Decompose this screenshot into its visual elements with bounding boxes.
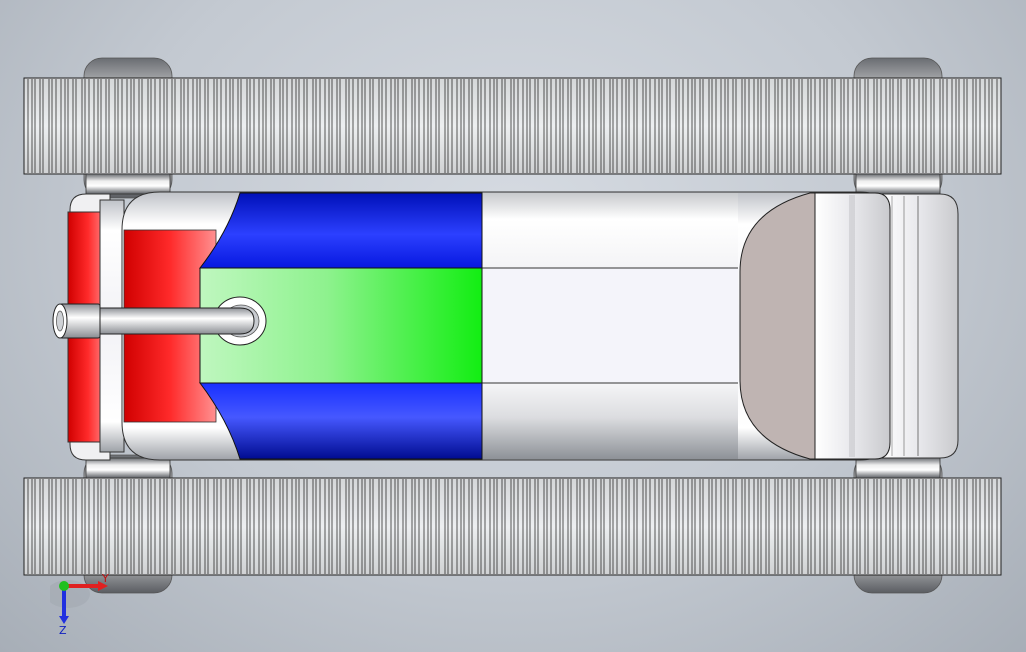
blue-panel-bottom[interactable] [198, 382, 483, 460]
track-bottom[interactable] [23, 477, 1002, 576]
triad-y-label: Y [101, 572, 109, 585]
gray-end-cap[interactable] [739, 192, 816, 460]
triad-z-label: Z [59, 624, 67, 636]
blue-panel-top[interactable] [198, 192, 483, 269]
shaft-pipe[interactable] [52, 296, 267, 346]
triad-origin [59, 581, 69, 591]
rear-end-cap[interactable] [879, 193, 959, 459]
track-top[interactable] [23, 77, 1002, 175]
orientation-triad[interactable]: Y Z [50, 572, 120, 636]
axle-collars [85, 173, 941, 479]
